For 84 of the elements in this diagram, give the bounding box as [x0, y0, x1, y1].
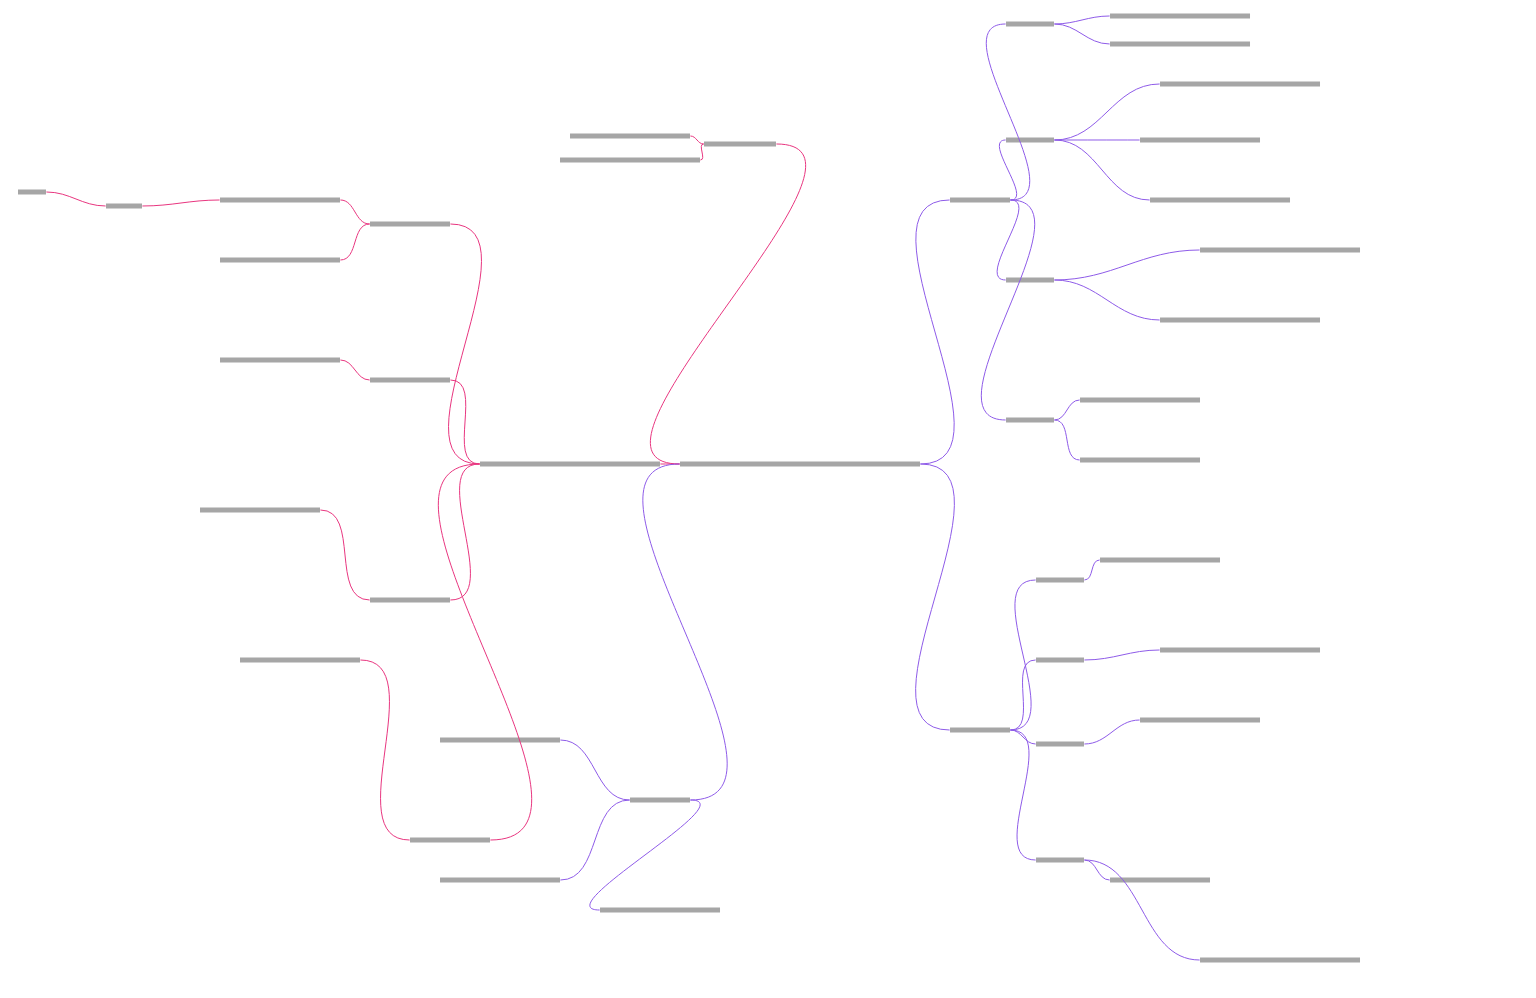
branch-line: [1083, 649, 1161, 661]
branch-line: [981, 199, 1035, 421]
illegible-text: [18, 189, 46, 195]
branch-line: [559, 739, 631, 801]
illegible-text: [440, 877, 560, 883]
branch-line: [1083, 859, 1201, 961]
illegible-text: [1036, 577, 1084, 583]
branch-line: [1053, 139, 1141, 141]
illegible-text: [370, 221, 450, 227]
branch-line: [359, 659, 411, 841]
branch-line: [649, 143, 807, 465]
branch-line: [1083, 719, 1141, 745]
illegible-text: [1110, 877, 1210, 883]
branch-line: [590, 799, 700, 911]
illegible-text: [950, 727, 1010, 733]
illegible-text: [200, 507, 320, 513]
branch-line: [141, 199, 221, 207]
illegible-text: [370, 597, 450, 603]
illegible-text: [1080, 397, 1200, 403]
branch-line: [998, 139, 1018, 201]
illegible-text: [240, 657, 360, 663]
branch-line: [448, 223, 482, 465]
illegible-text: [1140, 717, 1260, 723]
illegible-text: [630, 797, 690, 803]
branch-line: [439, 463, 531, 841]
illegible-text: [600, 907, 720, 913]
branch-line: [1009, 659, 1037, 731]
illegible-text: [1006, 137, 1054, 143]
branch-line: [1053, 249, 1201, 281]
branch-line: [559, 799, 631, 881]
illegible-text: [1036, 741, 1084, 747]
illegible-text: [560, 157, 700, 163]
branch-line: [1009, 729, 1037, 745]
illegible-text: [1006, 21, 1054, 27]
illegible-text: [1160, 647, 1320, 653]
illegible-text: [480, 461, 660, 467]
illegible-text: [1080, 457, 1200, 463]
illegible-text: [1160, 317, 1320, 323]
illegible-text: [1200, 247, 1360, 253]
branch-line: [643, 463, 727, 801]
branch-line: [339, 199, 371, 225]
illegible-text: [106, 203, 142, 209]
illegible-text: [1036, 857, 1084, 863]
branch-line: [1053, 139, 1151, 201]
branch-line: [1083, 859, 1111, 881]
branch-line: [986, 23, 1030, 201]
branch-line: [45, 191, 107, 207]
branch-line: [339, 359, 371, 381]
branch-line: [1053, 399, 1081, 421]
illegible-text: [1036, 657, 1084, 663]
illegible-text: [680, 461, 920, 467]
branch-line: [1009, 729, 1037, 861]
branch-line: [689, 135, 705, 145]
illegible-text: [1140, 137, 1260, 143]
branch-line: [339, 223, 371, 261]
illegible-text: [1110, 13, 1250, 19]
branch-line: [1053, 23, 1111, 45]
illegible-text: [410, 837, 490, 843]
illegible-text: [1006, 417, 1054, 423]
illegible-text: [1100, 557, 1220, 563]
illegible-text: [1200, 957, 1360, 963]
illegible-text: [220, 257, 340, 263]
branch-line: [699, 143, 705, 161]
illegible-text: [1110, 41, 1250, 47]
branch-line: [1083, 559, 1101, 581]
illegible-text: [1150, 197, 1290, 203]
branch-line: [1053, 15, 1111, 25]
illegible-text: [1006, 277, 1054, 283]
illegible-text: [220, 197, 340, 203]
illegible-text: [950, 197, 1010, 203]
illegible-text: [1160, 81, 1320, 87]
illegible-text: [220, 357, 340, 363]
branch-line: [449, 379, 481, 465]
branch-line: [1053, 419, 1081, 461]
illegible-text: [440, 737, 560, 743]
branch-line: [996, 199, 1020, 281]
illegible-text: [370, 377, 450, 383]
branch-line: [915, 463, 955, 731]
illegible-text: [570, 133, 690, 139]
branch-line: [915, 199, 955, 465]
branch-line: [1009, 579, 1037, 731]
branch-line: [319, 509, 371, 601]
branch-line: [1053, 279, 1161, 321]
illegible-text: [704, 141, 776, 147]
